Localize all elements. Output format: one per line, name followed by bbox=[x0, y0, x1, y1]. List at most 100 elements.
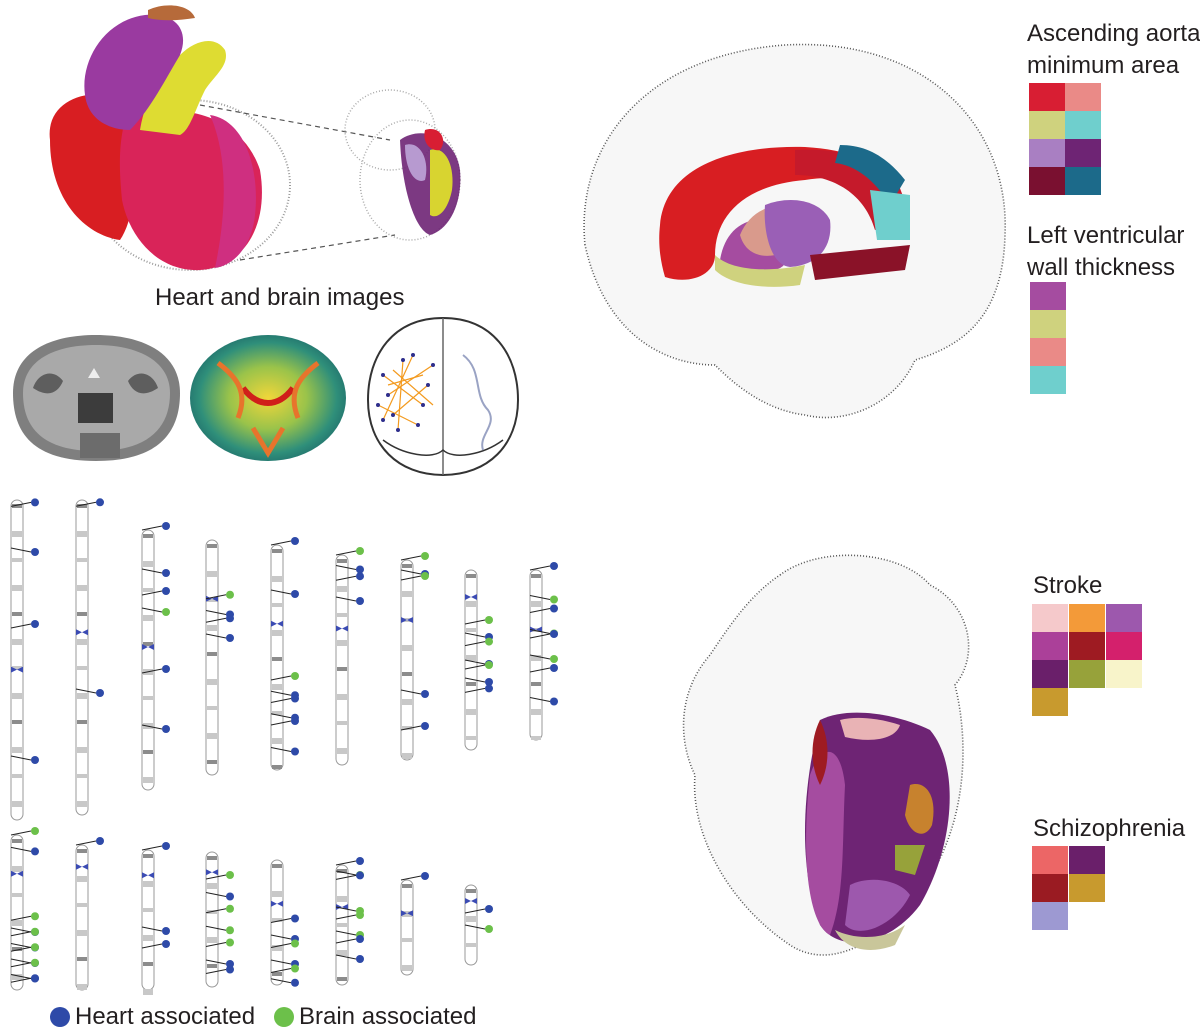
heart-locus-dot bbox=[421, 722, 429, 730]
zoom-connector-lines bbox=[199, 104, 396, 261]
schizo-swatch bbox=[1069, 874, 1105, 902]
schizo-swatch bbox=[1069, 846, 1105, 874]
brain-locus-dot bbox=[31, 943, 39, 952]
heart-locus-dot bbox=[96, 689, 104, 697]
lv-swatch bbox=[1030, 310, 1066, 338]
brain-locus-dot bbox=[421, 572, 429, 580]
heart-locus-dot bbox=[31, 548, 39, 556]
heart-locus-dot bbox=[226, 634, 234, 642]
brain-locus-dot bbox=[550, 655, 558, 663]
heart-locus-dot bbox=[291, 978, 299, 987]
brain-locus-dot bbox=[226, 904, 234, 913]
brain-locus-dot bbox=[356, 911, 364, 919]
brain-locus-dot bbox=[291, 672, 299, 680]
heart-locus-dot bbox=[31, 756, 39, 764]
aorta-swatch bbox=[1065, 83, 1101, 111]
lv-swatch bbox=[1030, 366, 1066, 394]
brain-locus-dot bbox=[226, 590, 234, 599]
schizo-swatch bbox=[1032, 902, 1068, 930]
heart-locus-dot bbox=[550, 664, 558, 672]
brain-locus-dot bbox=[291, 939, 299, 948]
heart-locus-dot bbox=[162, 725, 170, 733]
stroke-swatch-grid bbox=[1032, 604, 1143, 716]
lv-title-line1: Left ventricular bbox=[1027, 222, 1185, 249]
heart-locus-dot bbox=[162, 940, 170, 948]
heart-locus-dot bbox=[226, 892, 234, 901]
brain-mri-coronal bbox=[8, 333, 183, 463]
stroke-swatch bbox=[1032, 604, 1068, 632]
aorta-title-line2: minimum area bbox=[1027, 52, 1180, 79]
heart-locus-dot bbox=[485, 684, 493, 693]
brain-locus-dot bbox=[31, 827, 39, 835]
heart-locus-dot bbox=[356, 871, 364, 880]
schizo-swatch bbox=[1032, 874, 1068, 902]
stroke-swatch bbox=[1106, 632, 1142, 660]
brain-locus-dot bbox=[485, 616, 493, 624]
heart-locus-dot bbox=[421, 872, 429, 880]
heart-locus-dot bbox=[96, 837, 104, 845]
brain-locus-dot bbox=[31, 958, 39, 967]
stroke-swatch bbox=[1069, 604, 1105, 632]
heart-locus-dot bbox=[291, 694, 299, 703]
heart-locus-dot bbox=[162, 522, 170, 530]
heart-pointcloud-3d bbox=[682, 554, 970, 956]
brain-legend-label: Brain associated bbox=[299, 1003, 477, 1030]
aorta-swatch bbox=[1029, 111, 1065, 139]
chromosome bbox=[270, 859, 299, 987]
chromosome bbox=[464, 569, 493, 751]
heart-locus-dot bbox=[550, 604, 558, 613]
heart-locus-dot bbox=[31, 847, 39, 856]
center-caption: Heart and brain images bbox=[155, 284, 405, 311]
heart-locus-dot bbox=[162, 587, 170, 595]
chromosome bbox=[75, 837, 104, 991]
lv-swatch bbox=[1030, 282, 1066, 310]
lv-swatch bbox=[1030, 338, 1066, 366]
heart-locus-dot bbox=[550, 562, 558, 570]
brain-locus-dot bbox=[226, 938, 234, 947]
heart-locus-dot bbox=[31, 620, 39, 628]
brain-legend-dot bbox=[274, 1007, 294, 1027]
stroke-swatch bbox=[1032, 688, 1068, 716]
brain-locus-dot bbox=[162, 608, 170, 616]
chromosome bbox=[529, 562, 558, 741]
chromosome bbox=[205, 851, 234, 988]
heart-locus-dot bbox=[162, 842, 170, 850]
aorta-swatch bbox=[1065, 111, 1101, 139]
brain-locus-dot bbox=[226, 871, 234, 879]
brain-locus-dot bbox=[550, 595, 558, 604]
heart-locus-dot bbox=[226, 614, 234, 623]
legend-brain: Brain associated bbox=[274, 1003, 476, 1031]
schizo-swatch bbox=[1032, 846, 1068, 874]
chromosome-ideograms bbox=[10, 498, 558, 995]
stroke-swatch bbox=[1032, 632, 1068, 660]
chromosome bbox=[205, 539, 234, 776]
chromosome bbox=[10, 827, 39, 991]
chromosome bbox=[270, 537, 299, 771]
heart-locus-dot bbox=[550, 697, 558, 706]
lv-swatch-grid bbox=[1030, 282, 1066, 394]
chromosome bbox=[335, 547, 364, 766]
heart-locus-dot bbox=[356, 857, 364, 865]
heart-locus-dot bbox=[291, 590, 299, 598]
schizophrenia-swatch-grid bbox=[1032, 846, 1106, 930]
heart-locus-dot bbox=[356, 597, 364, 605]
heart-locus-dot bbox=[291, 747, 299, 756]
brain-dti-fa-map bbox=[190, 335, 346, 461]
heart-locus-dot bbox=[31, 974, 39, 983]
heart-locus-dot bbox=[291, 537, 299, 545]
aorta-swatch bbox=[1029, 83, 1065, 111]
chromosome bbox=[75, 498, 104, 816]
aorta-title-line1: Ascending aorta bbox=[1027, 20, 1200, 47]
heart-locus-dot bbox=[291, 717, 299, 725]
heart-locus-dot bbox=[162, 927, 170, 935]
heart-locus-dot bbox=[291, 914, 299, 923]
heart-locus-dot bbox=[356, 935, 364, 943]
heart-locus-dot bbox=[485, 905, 493, 913]
stroke-swatch bbox=[1069, 660, 1105, 688]
heart-pointcloud-small bbox=[344, 89, 461, 241]
heart-legend-dot bbox=[50, 1007, 70, 1027]
heart-legend-label: Heart associated bbox=[75, 1003, 256, 1030]
stroke-swatch bbox=[1032, 660, 1068, 688]
heart-locus-dot bbox=[550, 630, 558, 638]
stroke-swatch bbox=[1106, 660, 1142, 688]
